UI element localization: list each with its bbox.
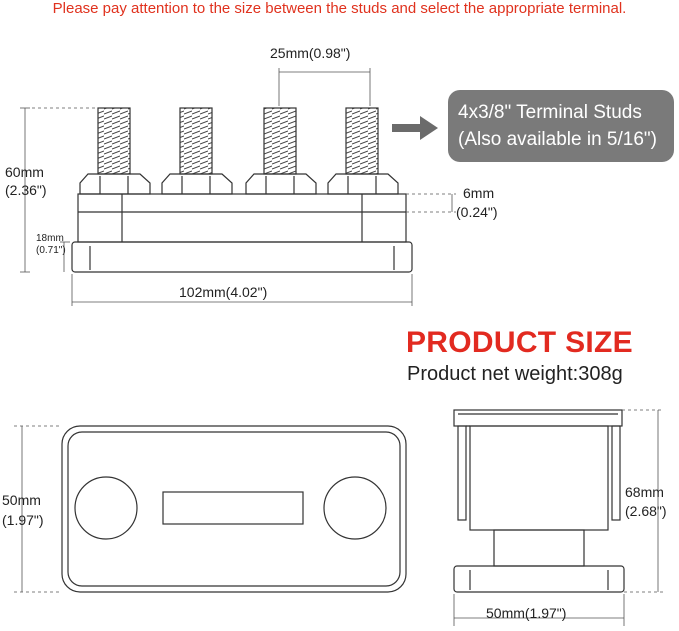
label-window xyxy=(162,491,304,525)
product-size-heading: PRODUCT SIZE xyxy=(406,326,633,359)
stud-hole-right xyxy=(323,476,387,540)
top-thickness-mm: 6mm xyxy=(463,185,495,201)
terminal-studs xyxy=(97,107,379,175)
net-weight-text: Product net weight:308g xyxy=(407,363,623,385)
callout-line-2: (Also available in 5/16") xyxy=(458,129,657,150)
side-view-dimensions xyxy=(453,409,664,626)
stud-spacing-label: 25mm(0.98") xyxy=(270,45,351,61)
side-height-mm: 68mm xyxy=(625,484,664,500)
terminal-studs-callout: 4x3/8" Terminal Studs (Also available in… xyxy=(448,90,674,162)
side-width-label: 50mm(1.97") xyxy=(486,605,567,621)
top-width-in: (1.97") xyxy=(2,512,44,528)
arrow-right-icon xyxy=(392,116,438,140)
front-view-dimensions xyxy=(20,68,456,306)
top-view xyxy=(61,425,407,593)
top-thickness-in: (0.24") xyxy=(456,204,498,220)
cover-plate xyxy=(77,193,407,243)
side-view xyxy=(453,409,625,593)
top-width-mm: 50mm xyxy=(2,492,41,508)
front-height-in: (2.36") xyxy=(5,182,47,198)
length-label: 102mm(4.02") xyxy=(179,284,268,300)
callout-line-1: 4x3/8" Terminal Studs xyxy=(458,102,642,123)
base-height-mm: 18mm xyxy=(36,233,64,244)
base-height-in: (0.71") xyxy=(36,245,66,256)
front-view xyxy=(71,107,413,273)
side-height-in: (2.68") xyxy=(625,503,667,519)
notice-text: Please pay attention to the size between… xyxy=(52,0,627,17)
top-view-dimensions xyxy=(14,425,62,593)
hex-nuts xyxy=(79,173,399,195)
base-plate xyxy=(71,241,413,273)
stud-hole-left xyxy=(74,476,138,540)
front-height-mm: 60mm xyxy=(5,164,44,180)
